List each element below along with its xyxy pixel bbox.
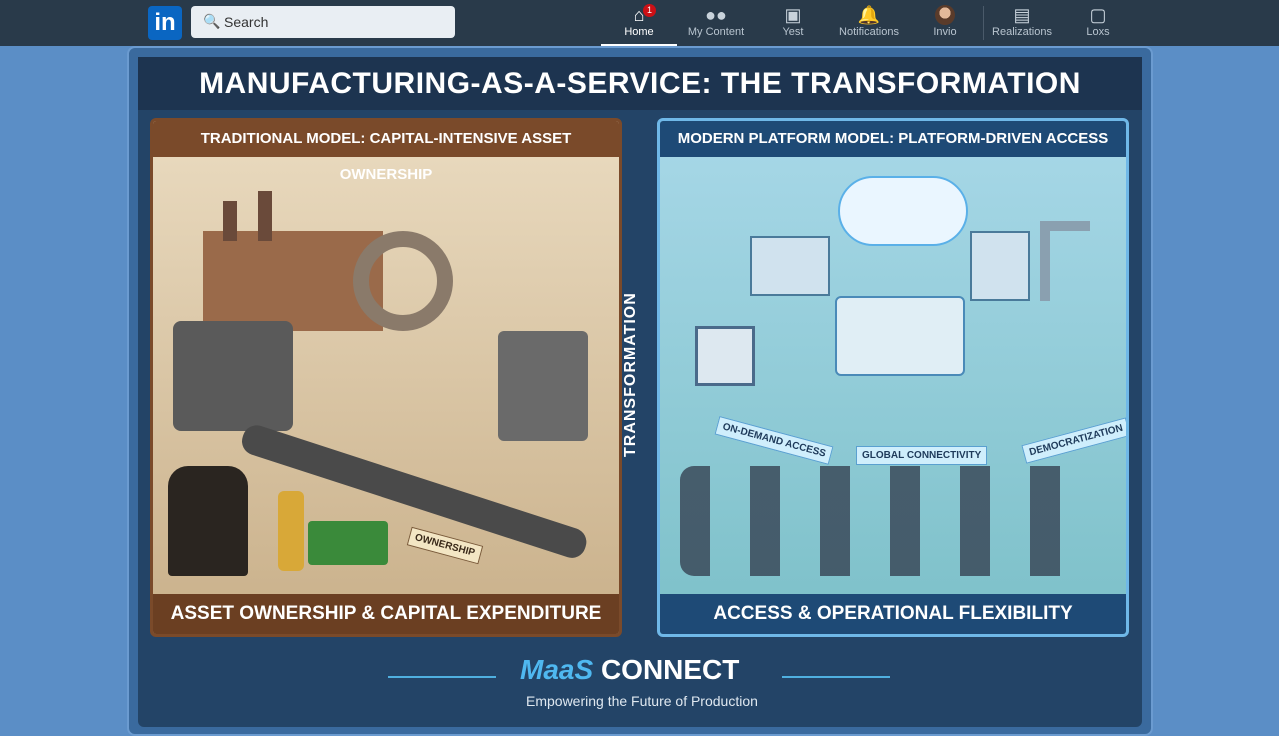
panel-footer: ACCESS & OPERATIONAL FLEXIBILITY bbox=[660, 594, 1126, 634]
gear-icon bbox=[353, 231, 453, 331]
tagline: Empowering the Future of Production bbox=[526, 693, 758, 709]
cash-stack bbox=[308, 521, 388, 565]
printer-3d-illustration bbox=[695, 326, 755, 386]
panel-footer: ASSET OWNERSHIP & CAPITAL EXPENDITURE bbox=[153, 594, 619, 634]
panel-header: TRADITIONAL MODEL: CAPITAL-INTENSIVE ASS… bbox=[153, 121, 619, 183]
nav-divider bbox=[983, 6, 984, 40]
nav-realizations[interactable]: ▤ Realizations bbox=[988, 4, 1056, 46]
people-illustration bbox=[680, 466, 1100, 576]
search-placeholder: Search bbox=[224, 14, 269, 30]
smokestack bbox=[258, 191, 272, 241]
notification-badge: 1 bbox=[643, 4, 656, 17]
document-icon: ▤ bbox=[1013, 5, 1031, 25]
panel-header: MODERN PLATFORM MODEL: PLATFORM-DRIVEN A… bbox=[660, 121, 1126, 157]
nav-notifications[interactable]: 🔔 Notifications bbox=[832, 4, 906, 46]
people-icon: ●● bbox=[705, 5, 727, 25]
bag-icon: ▢ bbox=[1089, 5, 1107, 25]
nav-label: Realizations bbox=[992, 26, 1052, 38]
bell-icon: 🔔 bbox=[857, 5, 881, 25]
transformation-label: TRANSFORMATION bbox=[622, 292, 639, 458]
factory-hub-illustration bbox=[835, 296, 965, 376]
avatar bbox=[935, 5, 955, 25]
nav-label: Notifications bbox=[839, 26, 899, 38]
linkedin-logo[interactable]: in bbox=[148, 6, 182, 40]
robot-arm-illustration bbox=[1040, 221, 1090, 301]
maas-connect-logo: MaaS CONNECT bbox=[520, 654, 740, 685]
machine-illustration bbox=[173, 321, 293, 431]
top-nav: in 🔍 Search ⌂ 1 Home ●● My Content ▣ Yes… bbox=[0, 0, 1279, 46]
search-icon: 🔍 bbox=[203, 13, 221, 29]
nav-yest[interactable]: ▣ Yest bbox=[765, 4, 821, 46]
divider-line bbox=[782, 676, 890, 678]
nav-loxs[interactable]: ▢ Loxs bbox=[1074, 4, 1122, 46]
nav-label: Loxs bbox=[1086, 26, 1110, 38]
on-demand-access-label: ON-DEMAND ACCESS bbox=[714, 416, 834, 465]
home-icon: ⌂ bbox=[633, 5, 645, 25]
workers-illustration bbox=[168, 466, 248, 576]
nav-label: Invio bbox=[933, 26, 957, 38]
coins-stack bbox=[278, 491, 304, 571]
infographic-title: MANUFACTURING-AS-A-SERVICE: THE TRANSFOR… bbox=[138, 57, 1142, 110]
modern-model-panel: MODERN PLATFORM MODEL: PLATFORM-DRIVEN A… bbox=[657, 118, 1129, 637]
global-connectivity-label: GLOBAL CONNECTIVITY bbox=[856, 446, 988, 465]
cloud-icon bbox=[838, 176, 968, 246]
press-illustration bbox=[498, 331, 588, 441]
machine-node bbox=[750, 236, 830, 296]
smokestack bbox=[223, 201, 237, 241]
search-input[interactable]: 🔍 Search bbox=[191, 6, 455, 38]
nav-label: Home bbox=[624, 26, 654, 38]
nav-label: Yest bbox=[782, 26, 804, 38]
divider-line bbox=[388, 676, 496, 678]
traditional-model-panel: TRADITIONAL MODEL: CAPITAL-INTENSIVE ASS… bbox=[150, 118, 622, 637]
briefcase-icon: ▣ bbox=[784, 5, 802, 25]
democratization-label: DEMOCRATIZATION bbox=[1021, 417, 1126, 464]
ownership-tag: OWNERSHIP bbox=[406, 526, 483, 565]
nav-label: My Content bbox=[687, 26, 745, 38]
nav-home[interactable]: ⌂ 1 Home bbox=[601, 4, 677, 46]
machine-node bbox=[970, 231, 1030, 301]
nav-invio[interactable]: Invio bbox=[922, 4, 968, 46]
nav-my-content[interactable]: ●● My Content bbox=[680, 4, 752, 46]
